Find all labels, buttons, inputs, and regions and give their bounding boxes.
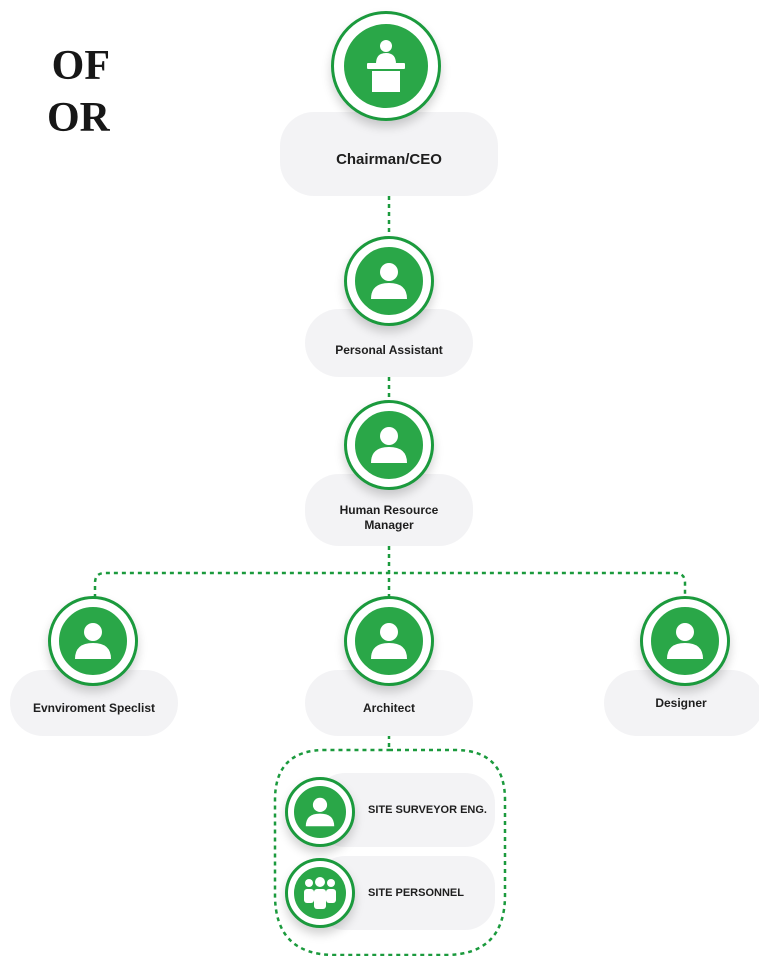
person-icon (305, 797, 335, 827)
subgroup-surveyor-circle (285, 777, 355, 847)
node-architect-circle (344, 596, 434, 686)
node-hr-circle (344, 400, 434, 490)
subgroup-personnel-label: SITE PERSONNEL (368, 887, 464, 899)
person-icon (371, 427, 407, 463)
node-env-label: Evnviroment Speclist (32, 701, 156, 715)
node-designer-circle (640, 596, 730, 686)
node-ceo-label: Chairman/CEO (336, 150, 442, 168)
subgroup-personnel-circle (285, 858, 355, 928)
node-hr-label: Human Resource Manager (339, 503, 439, 532)
title-line-1: OF (51, 43, 110, 89)
podium-speaker-icon (367, 40, 405, 92)
node-env-card: Evnviroment Speclist (10, 670, 178, 736)
node-ceo-card: Chairman/CEO (280, 112, 498, 196)
node-assistant-label: Personal Assistant (335, 343, 443, 357)
subgroup-dashed-border (273, 748, 507, 956)
node-architect-label: Architect (362, 701, 415, 715)
person-icon (371, 623, 407, 659)
person-icon (667, 623, 703, 659)
title-line-2: OR (47, 95, 110, 141)
person-icon (371, 263, 407, 299)
node-env-circle (48, 596, 138, 686)
connector-branch (93, 571, 687, 598)
node-designer-label: Designer (655, 696, 707, 710)
subgroup-surveyor-label: SITE SURVEYOR ENG. (368, 804, 487, 816)
node-designer-card: Designer (604, 670, 759, 736)
page-title: OF OR (0, 40, 110, 144)
person-icon (75, 623, 111, 659)
node-ceo-circle (331, 11, 441, 121)
node-assistant-circle (344, 236, 434, 326)
group-people-icon (304, 877, 336, 909)
